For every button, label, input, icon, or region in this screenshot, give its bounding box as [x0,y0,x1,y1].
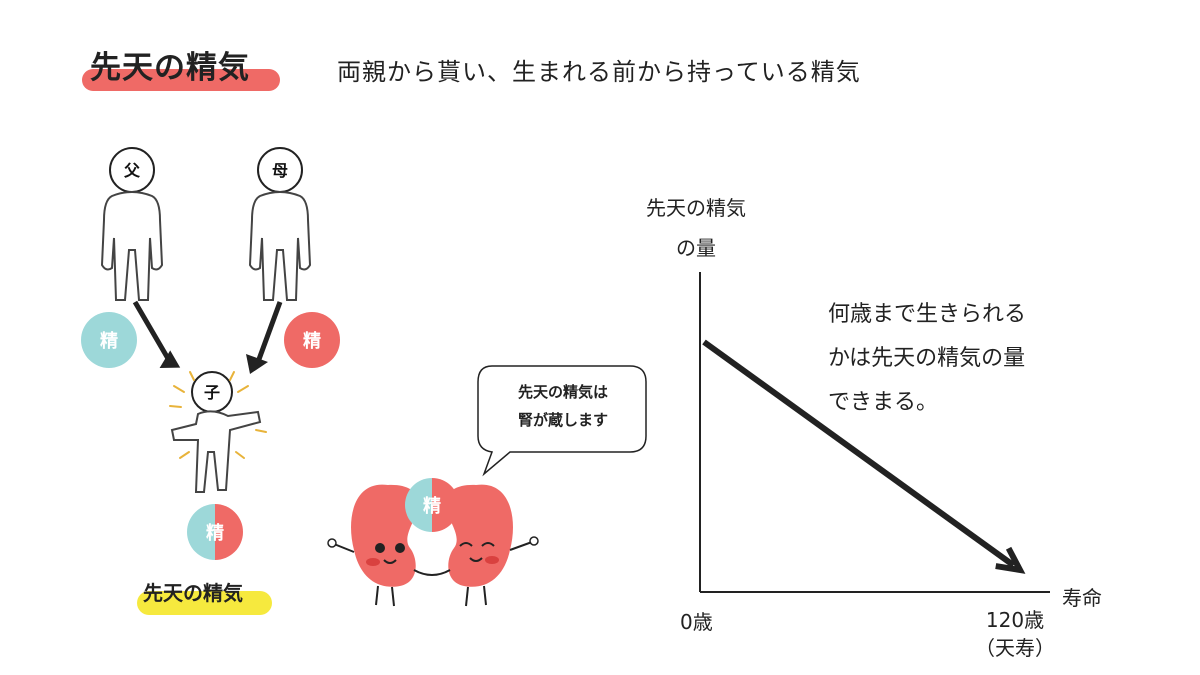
mother-label: 母 [272,161,288,180]
caption-group: 先天の精気 [137,577,272,617]
chart-series-arrowhead-0 [995,546,1026,574]
caption-highlight [137,591,272,615]
page-title-group: 先天の精気 [82,42,280,94]
x-tick-120-label: 120歳 [985,608,1045,632]
x-tick-120-note: （天寿） [975,636,1055,660]
speech-text: 先天の精気は 腎が蔵します [483,378,643,434]
chart-annotation-line-1: 何歳まで生きられる [828,302,1027,327]
mother-figure: 母 [248,147,312,301]
title-highlight [82,69,280,91]
speech-line-1: 先天の精気は [517,383,608,401]
child-label: 子 [204,383,220,402]
chart-y-label-line-2: の量 [676,236,716,260]
family-diagram: 父 母 子 [100,147,312,493]
father-figure: 父 [100,147,164,301]
chart-y-label: 先天の精気 の量 [600,188,792,268]
speech-bubble [477,365,647,477]
father-label: 父 [123,161,141,180]
chart-annotation: 何歳まで生きられる かは先天の精気の量 できまる。 [828,293,1088,425]
chart-annotation-line-3: できまる。 [828,390,939,415]
life-essence-chart [699,272,1050,593]
child-essence-circle: 精 [187,504,243,560]
kidney-left-icon [327,484,439,607]
father-essence-circle: 精 [81,312,137,368]
chart-series-layer [702,339,1026,574]
innate-essence-caption: 先天の精気 [143,581,243,605]
x-tick-0: 0歳 [680,610,713,634]
page-title: 先天の精気 [90,50,250,86]
page-subtitle: 両親から貰い、生まれる前から持っている精気 [337,58,861,86]
chart-series-line-0 [702,339,1016,568]
arrow-father-to-child [132,300,181,368]
arrow-mother-to-child [246,301,283,374]
chart-annotation-line-2: かは先天の精気の量 [828,346,1026,371]
kidney-characters [327,484,539,607]
child-figure: 子 [169,371,267,493]
speech-line-2: 腎が蔵します [517,411,608,429]
kidney-essence-circle: 精 [405,478,459,532]
mother-essence-circle: 精 [284,312,340,368]
chart-x-label: 寿命 [1062,586,1102,610]
chart-y-label-line-1: 先天の精気 [646,196,746,220]
x-tick-120: 120歳 （天寿） [970,606,1060,662]
